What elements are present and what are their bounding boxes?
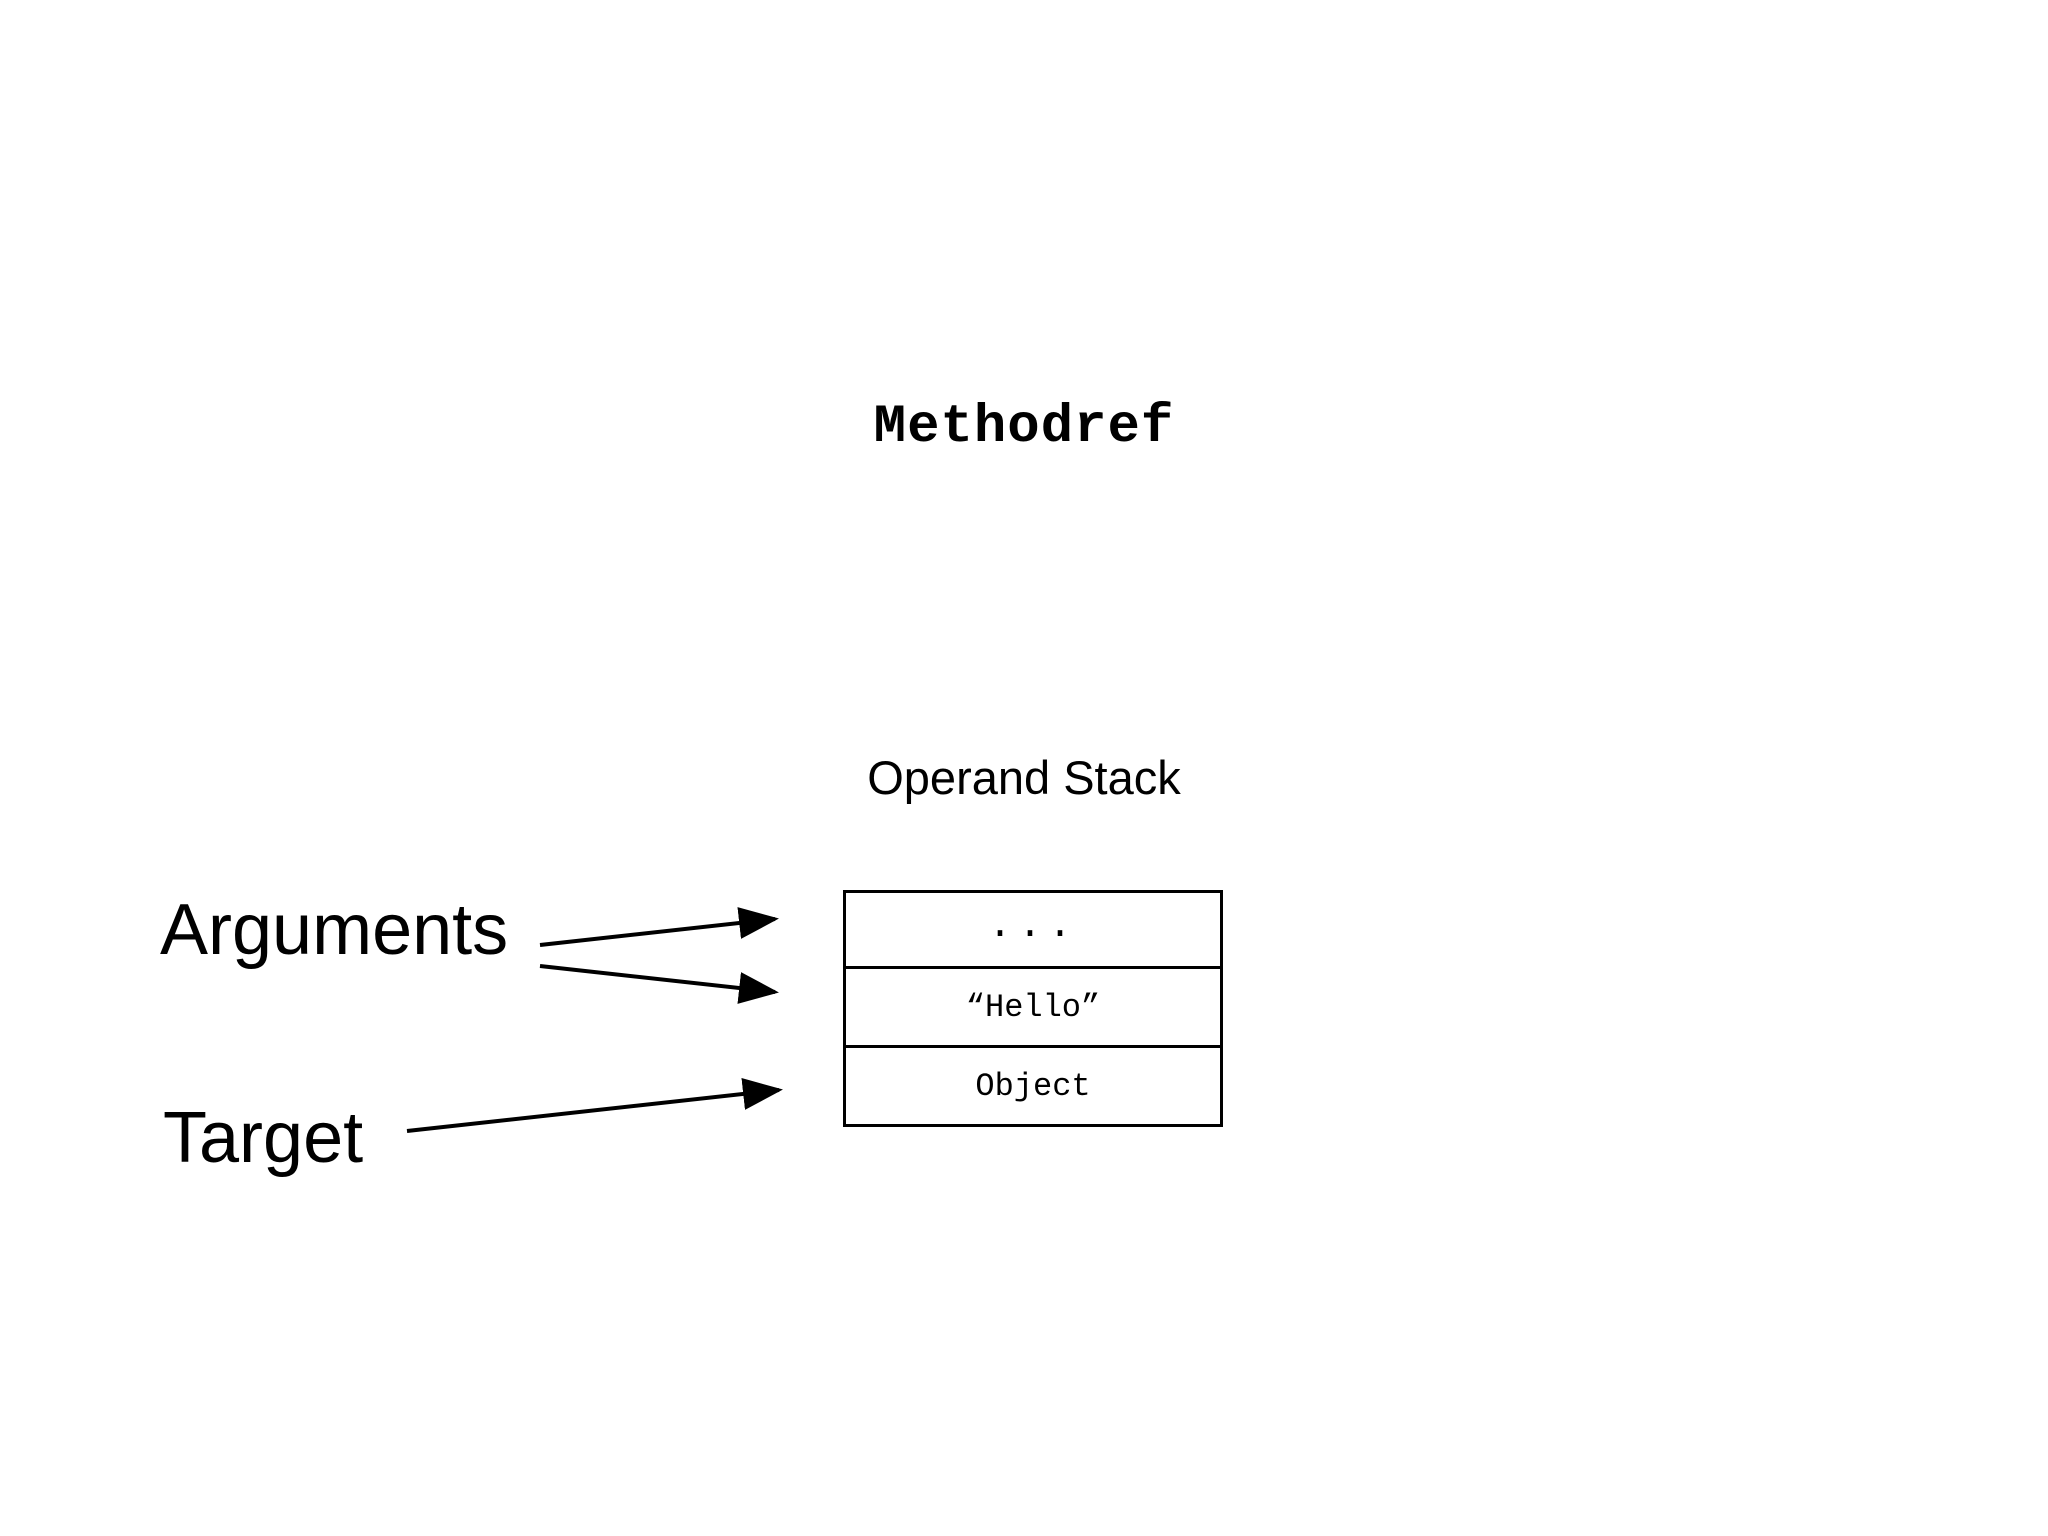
arguments-label: Arguments (160, 890, 509, 970)
target-arrow (406, 1078, 783, 1133)
arguments-arrow-lower (539, 964, 779, 1004)
diagram-title: Methodref (873, 397, 1175, 458)
stack-cell-object: Object (975, 1067, 1091, 1105)
stack-cell-hello: “Hello” (846, 969, 1220, 1048)
operand-stack-label: Operand Stack (867, 751, 1181, 804)
target-label: Target (163, 1098, 364, 1178)
stack-cell-ellipsis: ... (846, 893, 1220, 969)
arguments-arrow-upper (539, 907, 779, 947)
operand-stack: ... “Hello” Object (843, 890, 1223, 1127)
